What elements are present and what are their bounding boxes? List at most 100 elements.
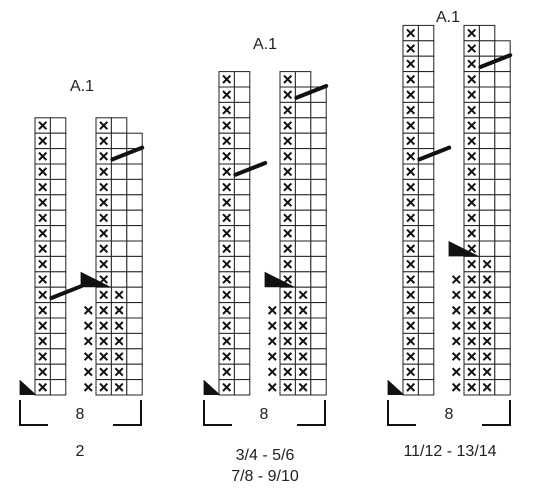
chart-2-cell	[294, 178, 312, 196]
chart-2-cell	[233, 117, 251, 134]
chart-2-cross-stitch	[283, 90, 293, 100]
chart-2-cell	[310, 178, 327, 196]
chart-2-cross-stitch	[298, 290, 308, 300]
chart-2-cross-stitch	[222, 74, 232, 84]
chart-2-cross-stitch	[283, 228, 293, 238]
chart-3-cell	[417, 332, 435, 350]
chart-1-cross-stitch	[99, 167, 109, 177]
chart-1-cell	[49, 240, 67, 257]
chart-3-cross-stitch	[406, 382, 416, 392]
chart-3-cross-stitch	[406, 167, 416, 177]
chart-1-cross-stitch	[38, 275, 48, 284]
chart-3-cross-stitch	[467, 321, 477, 331]
chart-3-cross-stitch	[482, 259, 492, 269]
chart-1-diagonal-bar	[49, 284, 84, 300]
chart-3-cell	[478, 132, 496, 150]
chart-1-cross-stitch	[99, 121, 109, 130]
chart-3-cross-stitch	[482, 321, 492, 331]
chart-1-cross-stitch	[99, 367, 109, 377]
chart-1-diagonal-bar	[110, 145, 145, 162]
chart-1-cell	[49, 117, 67, 134]
chart-2-cell	[310, 302, 327, 319]
chart-1-cross-stitch	[38, 198, 48, 207]
chart-3-cell	[494, 163, 511, 180]
chart-3-diagonal-bar	[478, 53, 513, 69]
chart-3-cross-stitch	[482, 290, 492, 300]
chart-3-cell	[478, 163, 496, 180]
chart-2-cell	[294, 148, 312, 165]
chart-3-cross-stitch	[467, 305, 477, 315]
chart-2-cell	[294, 271, 312, 288]
chart-1-cell	[110, 117, 128, 134]
chart-1-cross-stitch	[99, 213, 109, 223]
chart-3-decrease-wedge	[448, 241, 480, 257]
chart-3-cross-stitch	[406, 182, 416, 192]
chart-2-cross-stitch	[283, 167, 293, 177]
chart-3-cell	[417, 286, 435, 304]
chart-2-decrease-wedge	[264, 271, 296, 288]
chart-2-cell	[233, 240, 251, 257]
chart-3-cell	[478, 240, 496, 257]
chart-1-cell	[49, 302, 67, 319]
chart-3-cross-stitch	[467, 367, 477, 377]
chart-2-cross-stitch	[222, 213, 232, 223]
chart-1-bracket-left	[19, 400, 48, 426]
chart-2-diagonal-bar	[233, 161, 268, 177]
chart-1-cell	[126, 363, 143, 381]
chart-3-cross-stitch	[451, 275, 461, 284]
chart-3-cell	[494, 178, 511, 196]
chart-1-cross-stitch	[38, 259, 48, 269]
chart-2-cell	[310, 117, 327, 134]
chart-1-cross-stitch	[38, 336, 48, 346]
chart-1-cell	[126, 178, 143, 196]
chart-1-cross-stitch	[99, 290, 109, 300]
chart-1-cross-stitch	[38, 182, 48, 192]
chart-3-cell	[494, 101, 511, 119]
chart-1-cross-stitch	[38, 136, 48, 146]
chart-3-cell	[494, 132, 511, 150]
chart-3-cross-stitch	[406, 151, 416, 161]
chart-1-cross-stitch	[38, 213, 48, 223]
chart-2-cell	[310, 348, 327, 365]
chart-1-cross-stitch	[99, 382, 109, 392]
chart-1-cross-stitch	[99, 244, 109, 254]
chart-3-cell	[417, 240, 435, 257]
chart-1-cell	[49, 225, 67, 242]
chart-3-cell	[494, 86, 511, 103]
chart-2-diagonal-bar	[294, 84, 329, 100]
chart-2-cross-stitch	[298, 305, 308, 315]
chart-2-cross-stitch	[283, 105, 293, 115]
chart-1-cross-stitch	[38, 228, 48, 238]
chart-2-cell	[294, 132, 312, 150]
chart-3-cell	[417, 55, 435, 73]
chart-1-cross-stitch	[38, 321, 48, 331]
chart-2-cross-stitch	[283, 336, 293, 346]
chart-3-cross-stitch	[467, 290, 477, 300]
chart-1-cell	[126, 271, 143, 288]
chart-3-cross-stitch	[467, 28, 477, 38]
chart-1-cross-stitch	[114, 352, 124, 361]
chart-2-cell	[233, 286, 251, 304]
chart-3-cell	[494, 225, 511, 242]
chart-3-cross-stitch	[406, 74, 416, 84]
chart-1-cross-stitch	[83, 367, 93, 377]
chart-3-cross-stitch	[406, 228, 416, 238]
chart-3-cross-stitch	[406, 136, 416, 146]
chart-2-cell	[294, 101, 312, 119]
chart-2-cell	[294, 209, 312, 227]
chart-2-cross-stitch	[283, 275, 293, 284]
chart-2-cross-stitch	[222, 105, 232, 115]
chart-1-title: A.1	[69, 78, 95, 95]
chart-2-cross-stitch	[222, 182, 232, 192]
chart-2-cell	[310, 332, 327, 350]
chart-1-cross-stitch	[83, 336, 93, 346]
chart-2-cell	[310, 363, 327, 381]
chart-2-cross-stitch	[222, 151, 232, 161]
chart-2-cell	[233, 194, 251, 211]
chart-3-cross-stitch	[451, 382, 461, 392]
chart-2-cross-stitch	[298, 367, 308, 377]
chart-2-cell	[294, 194, 312, 211]
chart-3-cross-stitch	[406, 213, 416, 223]
chart-3-cross-stitch	[467, 74, 477, 84]
chart-1-cell	[110, 194, 128, 211]
